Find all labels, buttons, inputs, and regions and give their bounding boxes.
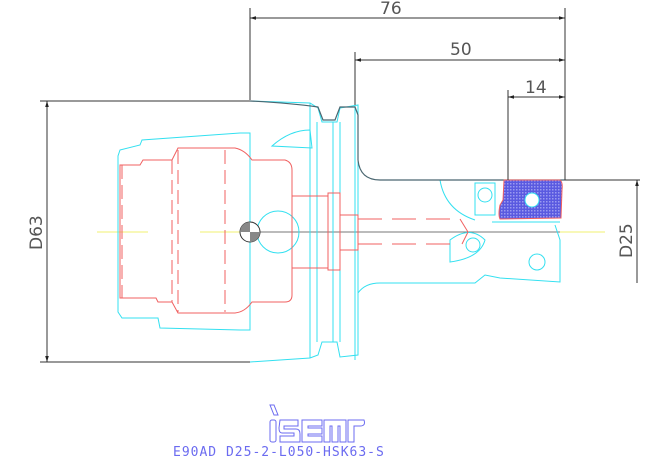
dimension-lines: [40, 8, 640, 363]
dim-overall-length: 76: [380, 0, 402, 19]
dim-insert-length: 14: [525, 78, 547, 98]
cutting-insert: [498, 179, 563, 220]
reference-point-icon: [239, 221, 261, 243]
dim-cutting-diameter: D25: [617, 223, 637, 258]
internal-hidden-lines: [119, 147, 469, 314]
iscar-logo: [269, 404, 365, 443]
dim-body-length: 50: [450, 40, 472, 60]
tool-outline: [249, 100, 565, 181]
dim-shank-diameter: D63: [27, 215, 47, 250]
part-number-caption: E90AD D25-2-L050-HSK63-S: [173, 445, 385, 460]
